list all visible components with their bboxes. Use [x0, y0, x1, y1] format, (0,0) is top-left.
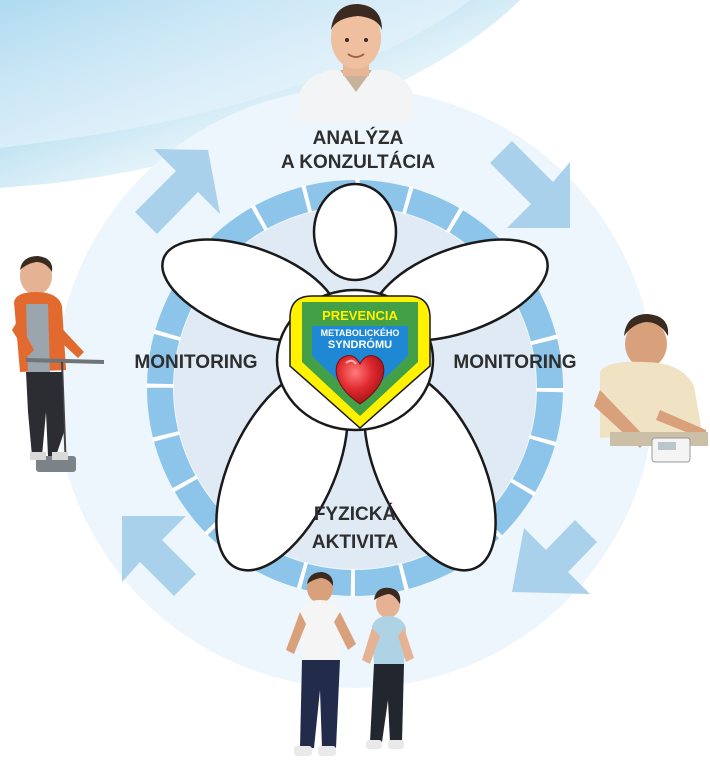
figure-head [312, 182, 398, 282]
badge-line2: SYNDRÓMU [328, 338, 392, 351]
doctor-photo [298, 4, 414, 122]
couple-jogging-photo [286, 572, 414, 756]
cycle-arrow-icon-bottom-right [512, 520, 597, 594]
man-blood-pressure-photo [594, 314, 708, 463]
cycle-arrow-icon-top-right [490, 141, 570, 228]
prevention-badge: PREVENCIA METABOLICKÉHO SYNDRÓMU [289, 295, 431, 430]
badge-title-bar [310, 306, 410, 324]
label-analysis-line1: ANALÝZA [313, 127, 404, 149]
label-monitoring-right: MONITORING [453, 352, 576, 373]
badge-line1: METABOLICKÉHO [321, 328, 400, 338]
label-analysis-line2: A KONZULTÁCIA [281, 151, 435, 173]
label-monitoring-left: MONITORING [134, 352, 257, 373]
cycle-arrow-icon-bottom-left [122, 516, 196, 596]
label-activity-line2: AKTIVITA [312, 532, 398, 553]
label-activity-line1: FYZICKÁ [314, 503, 397, 525]
woman-exercising-photo [12, 256, 105, 472]
cycle-arrow-icon-top-left [135, 149, 220, 234]
heart-icon [335, 355, 385, 405]
badge-title: PREVENCIA [322, 308, 398, 323]
